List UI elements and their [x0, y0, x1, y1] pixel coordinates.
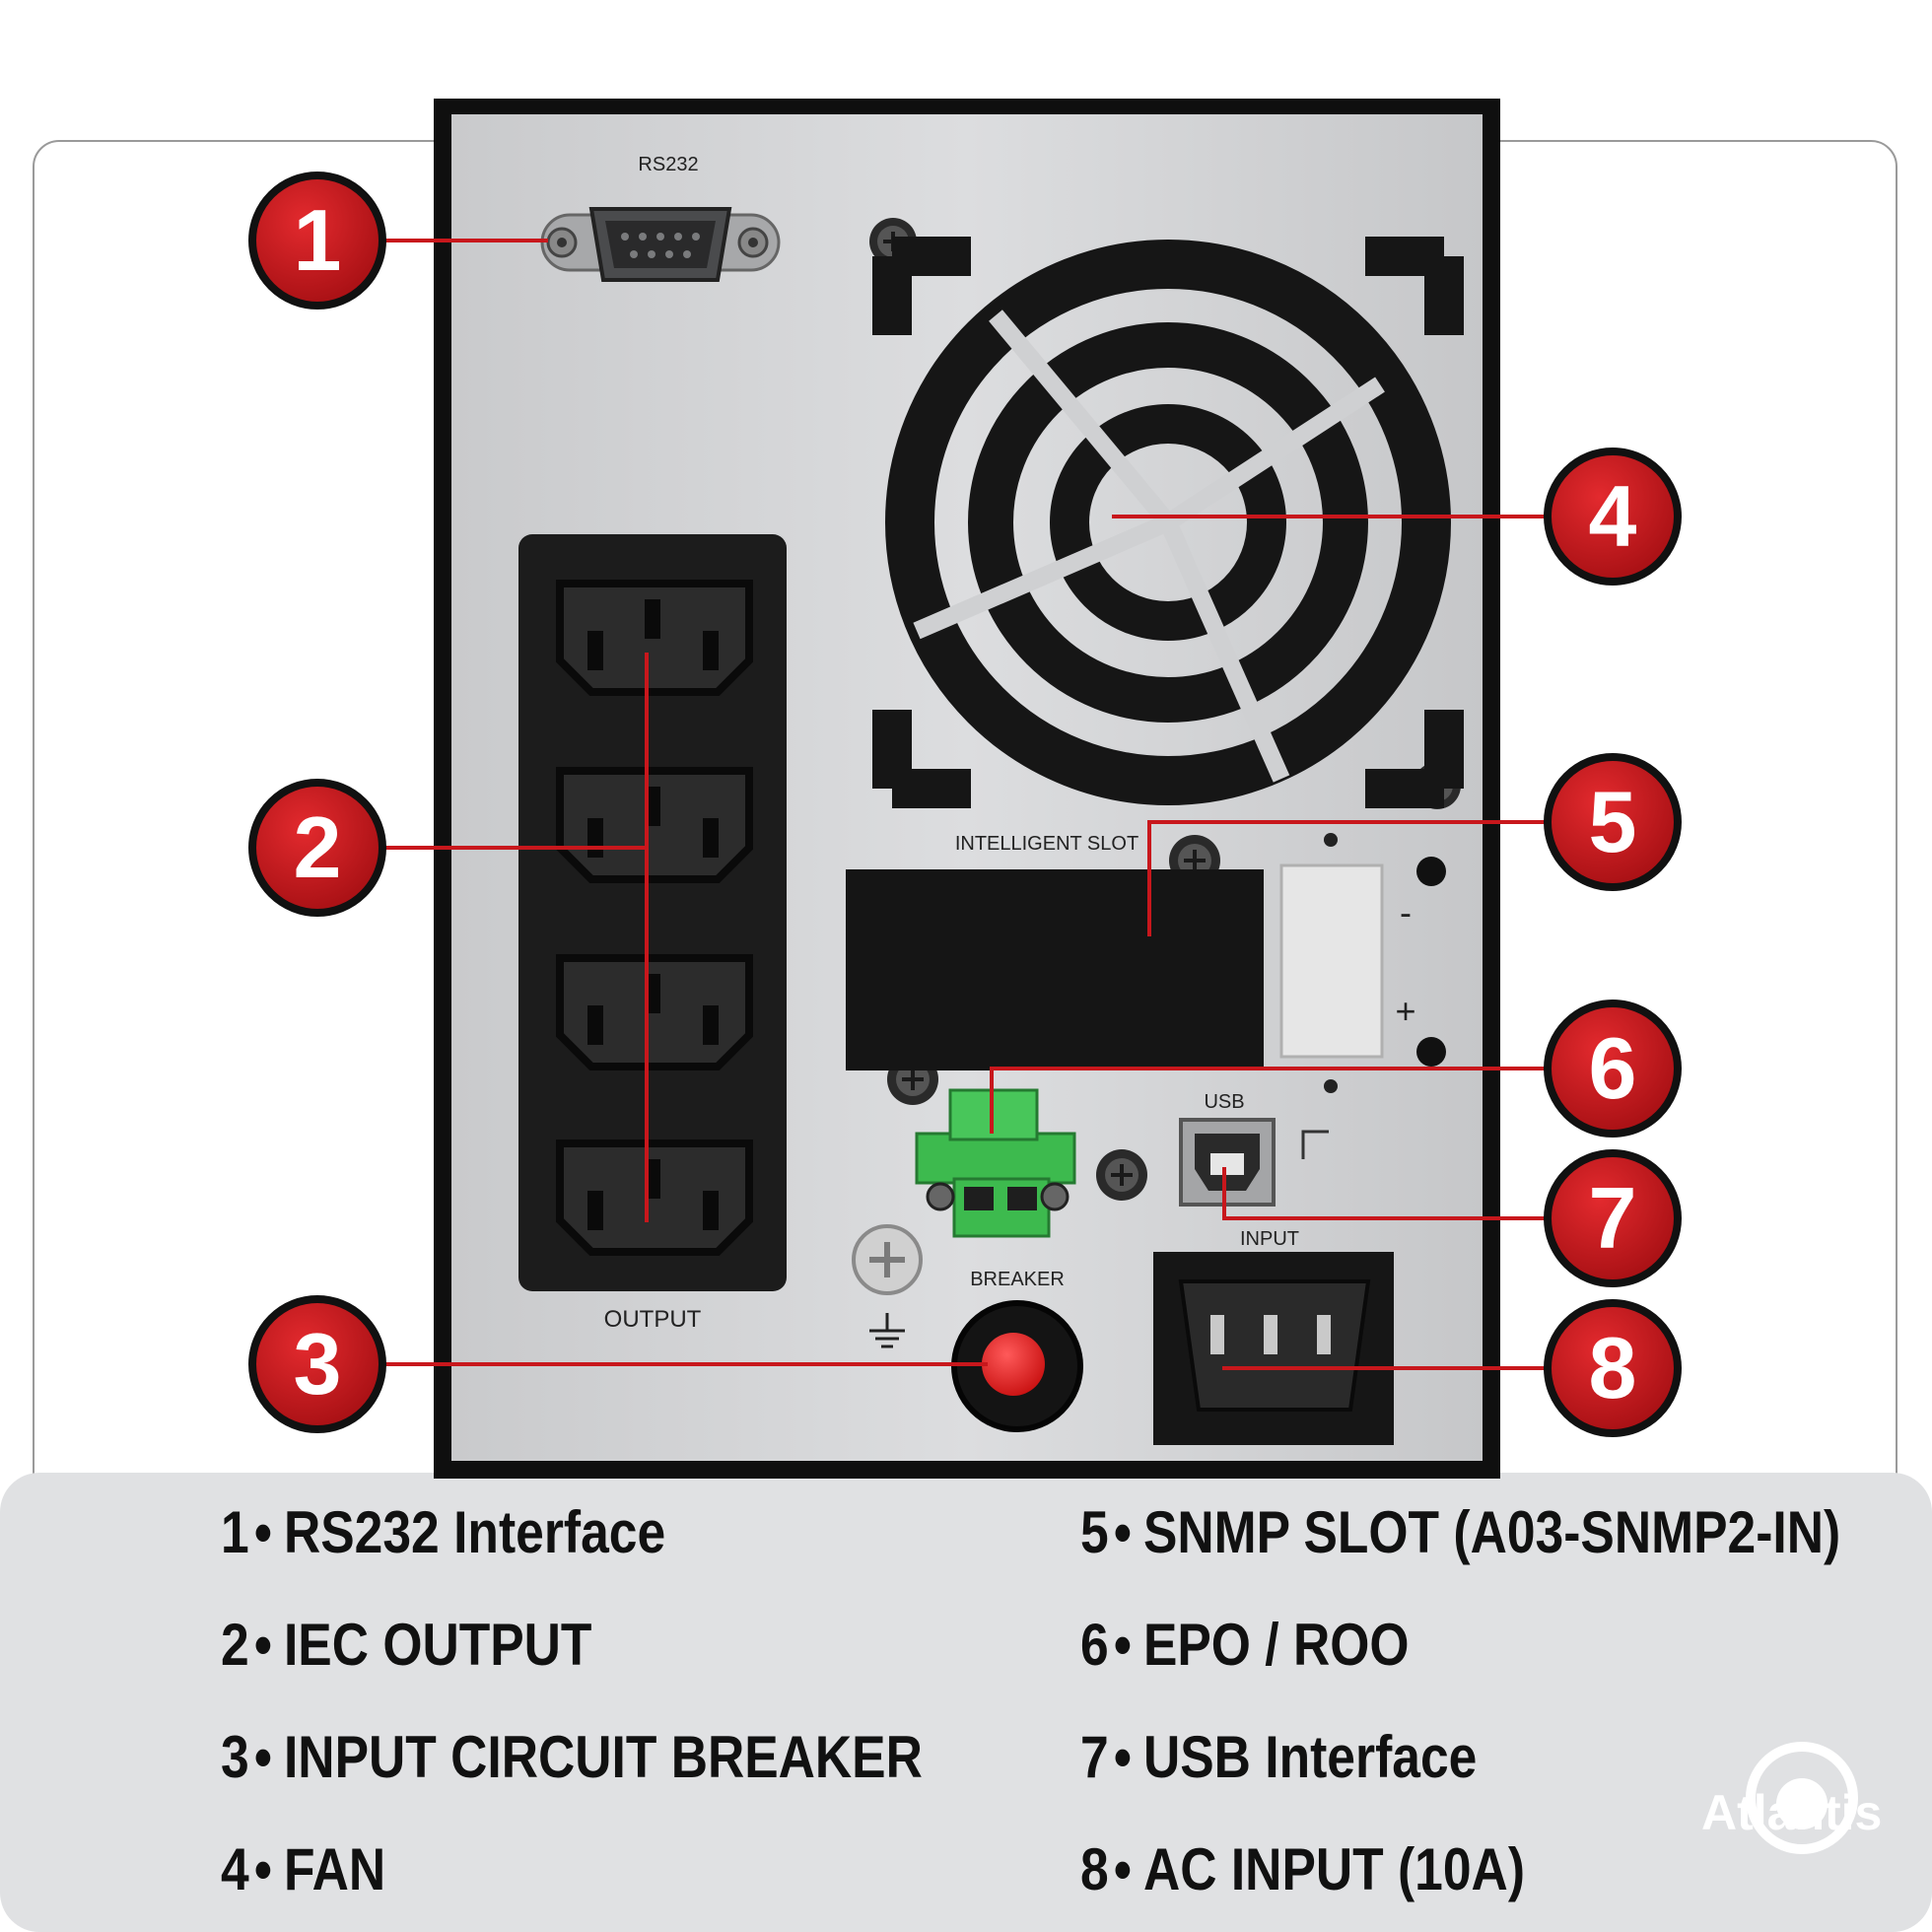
rs232-port — [540, 207, 781, 282]
svg-text:7: 7 — [1589, 1169, 1637, 1267]
screw-icon — [1096, 1149, 1147, 1201]
legend-item-3: 3•INPUT CIRCUIT BREAKER — [221, 1723, 923, 1791]
legend-text: FAN — [283, 1836, 386, 1902]
input-label: INPUT — [1240, 1228, 1299, 1250]
legend-bullet: • — [253, 1612, 272, 1678]
legend-bullet: • — [253, 1836, 272, 1902]
iec-socket — [556, 580, 753, 696]
legend-item-8: 8•AC INPUT (10A) — [1080, 1835, 1525, 1903]
callout-2: 2 — [248, 779, 386, 917]
iec-socket — [556, 954, 753, 1070]
callout-1: 1 — [248, 172, 386, 310]
legend-bullet: • — [1113, 1724, 1132, 1790]
callout-5: 5 — [1544, 753, 1682, 891]
rs232-label: RS232 — [638, 154, 698, 175]
brand-logo-text: Atlantis — [1701, 1785, 1883, 1840]
ac-input-socket — [1153, 1252, 1394, 1445]
output-label: OUTPUT — [604, 1306, 702, 1333]
intelligent-slot-label: INTELLIGENT SLOT — [955, 833, 1138, 855]
legend-item-5: 5•SNMP SLOT (A03-SNMP2-IN) — [1080, 1498, 1840, 1566]
iec-socket — [556, 1139, 753, 1256]
usb-corner-mark — [1301, 1130, 1329, 1159]
legend-number: 1 — [221, 1499, 249, 1565]
legend-bullet: • — [1113, 1612, 1132, 1678]
legend-number: 8 — [1080, 1836, 1109, 1902]
legend-text: RS232 Interface — [283, 1499, 666, 1565]
svg-text:3: 3 — [294, 1315, 342, 1413]
callout-3: 3 — [248, 1295, 386, 1433]
legend-bullet: • — [1113, 1836, 1132, 1902]
atlantis-logo-icon — [1746, 1742, 1858, 1854]
callout-7: 7 — [1544, 1149, 1682, 1287]
legend-panel — [0, 1473, 1932, 1932]
legend-text: SNMP SLOT (A03-SNMP2-IN) — [1142, 1499, 1841, 1565]
legend-item-2: 2•IEC OUTPUT — [221, 1611, 591, 1679]
svg-text:1: 1 — [294, 191, 342, 289]
svg-text:2: 2 — [294, 798, 342, 896]
ground-symbol-icon — [869, 1313, 905, 1348]
iec-socket — [556, 767, 753, 883]
legend-text: INPUT CIRCUIT BREAKER — [283, 1724, 923, 1790]
legend-number: 4 — [221, 1836, 249, 1902]
usb-port — [1179, 1118, 1276, 1207]
legend-item-7: 7•USB Interface — [1080, 1723, 1477, 1791]
callout-4: 4 — [1544, 448, 1682, 586]
svg-text:8: 8 — [1589, 1319, 1637, 1416]
svg-text:4: 4 — [1589, 467, 1637, 565]
callout-8: 8 — [1544, 1299, 1682, 1437]
plus-label: + — [1395, 991, 1415, 1031]
fan-grille — [872, 237, 1464, 808]
legend-item-6: 6•EPO / ROO — [1080, 1611, 1409, 1679]
legend-text: AC INPUT (10A) — [1142, 1836, 1526, 1902]
legend-number: 2 — [221, 1612, 249, 1678]
output-socket-block — [518, 534, 787, 1291]
legend-bullet: • — [253, 1499, 272, 1565]
legend-text: IEC OUTPUT — [283, 1612, 592, 1678]
fan-struts — [913, 310, 1385, 783]
legend-text: USB Interface — [1142, 1724, 1478, 1790]
legend-number: 5 — [1080, 1499, 1109, 1565]
legend-number: 7 — [1080, 1724, 1109, 1790]
breaker-knob — [951, 1300, 1083, 1432]
legend-item-1: 1•RS232 Interface — [221, 1498, 665, 1566]
legend-number: 3 — [221, 1724, 249, 1790]
breaker-label: BREAKER — [970, 1269, 1065, 1290]
svg-text:6: 6 — [1589, 1019, 1637, 1117]
legend-bullet: • — [1113, 1499, 1132, 1565]
minus-label: - — [1400, 892, 1412, 932]
legend-text: EPO / ROO — [1142, 1612, 1410, 1678]
usb-label: USB — [1204, 1091, 1244, 1113]
battery-terminal — [1279, 833, 1446, 1093]
legend-number: 6 — [1080, 1612, 1109, 1678]
legend-item-4: 4•FAN — [221, 1835, 385, 1903]
ground-screw-icon — [852, 1224, 923, 1295]
svg-text:5: 5 — [1589, 773, 1637, 870]
intelligent-slot-cover — [846, 869, 1264, 1070]
callout-6: 6 — [1544, 1000, 1682, 1138]
legend-bullet: • — [253, 1724, 272, 1790]
